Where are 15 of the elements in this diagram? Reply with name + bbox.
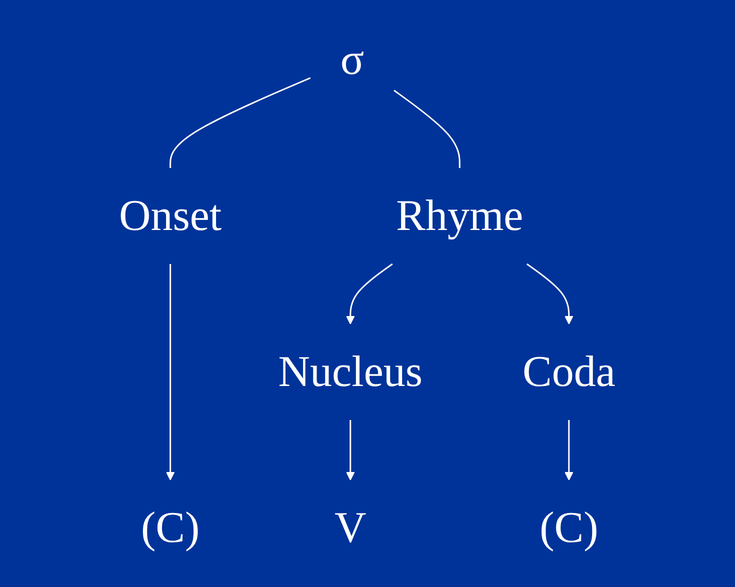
node-text: σ: [340, 34, 364, 84]
arrow: [526, 262, 574, 324]
node-text: Onset: [119, 190, 222, 240]
arrow: [346, 262, 394, 324]
node-text: (C): [540, 502, 599, 552]
node-text: Nucleus: [278, 346, 423, 396]
node-text: (C): [141, 502, 200, 552]
connector: [394, 89, 461, 168]
arrow: [564, 420, 574, 480]
node-text: Coda: [522, 346, 616, 396]
node-text: Rhyme: [396, 190, 524, 240]
arrow: [166, 264, 176, 480]
connector: [170, 76, 311, 168]
node-text: V: [334, 502, 367, 552]
arrow: [346, 420, 356, 480]
